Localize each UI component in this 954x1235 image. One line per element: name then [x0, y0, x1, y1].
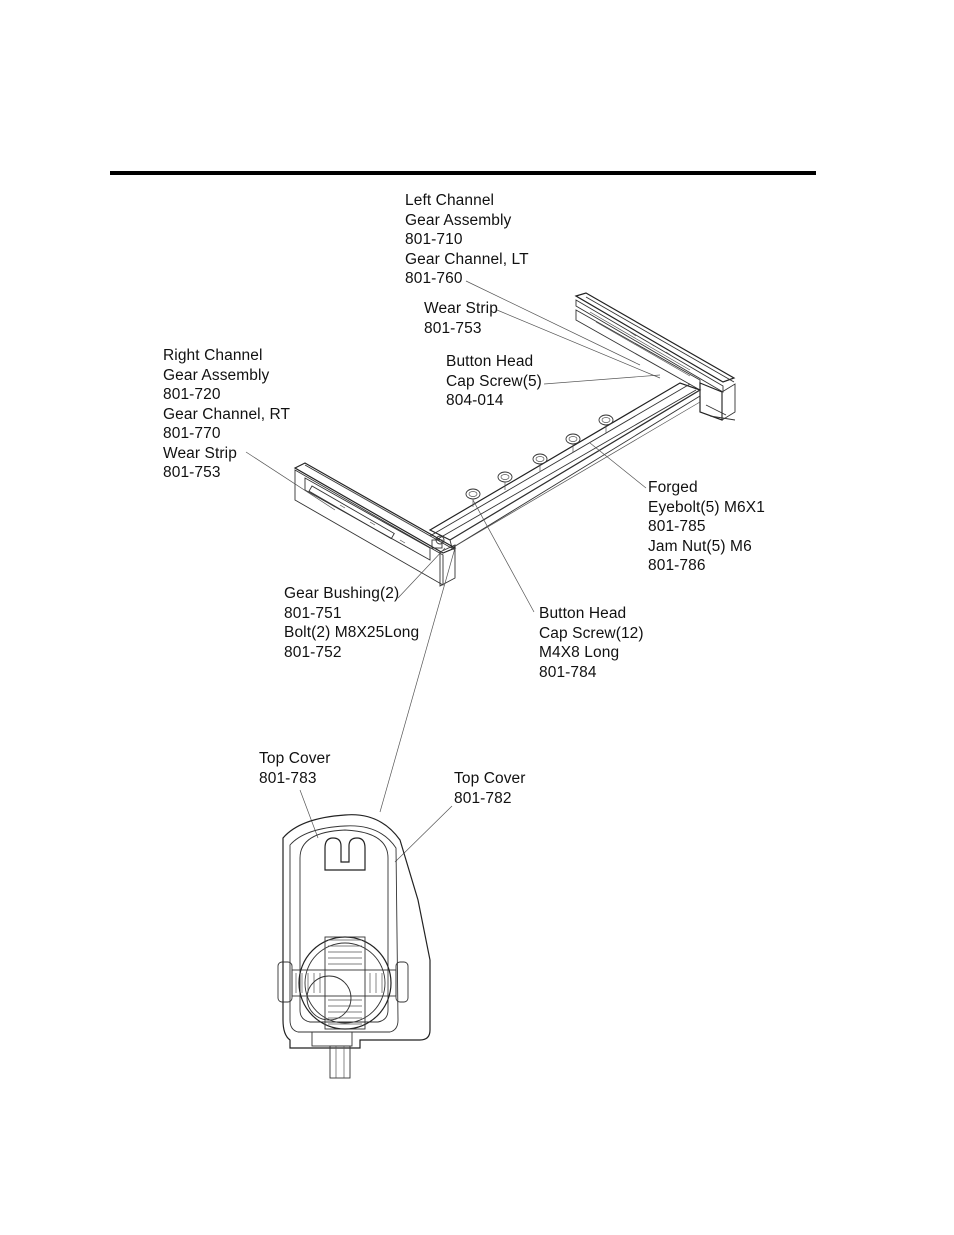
callout-text: Right Channel [163, 347, 263, 364]
callout-text: Top Cover [259, 750, 331, 767]
callout-text: Eyebolt(5) M6X1 [648, 498, 765, 516]
callout-text: 801-752 [284, 643, 342, 661]
callout-text: Cap Screw(5) [446, 372, 542, 390]
callout-text: Gear Bushing(2) [284, 585, 400, 602]
callout-text: 801-753 [424, 319, 482, 337]
callout-text: Wear Strip [163, 444, 237, 462]
callout-text: 801-753 [163, 464, 221, 481]
eyebolts [465, 414, 614, 507]
leader-lines [245, 280, 661, 863]
header-rule [110, 171, 816, 175]
callout-text: Gear Assembly [405, 211, 512, 229]
callout-text: 801-760 [405, 270, 463, 287]
callout-text: Cap Screw(12) [539, 624, 644, 642]
callout-text: Button Head [446, 353, 534, 370]
right-channel-assembly [293, 462, 457, 587]
callout-forged-eyebolt: Forged Eyebolt(5) M6X1 801-785 Jam Nut(5… [648, 478, 765, 576]
callout-text: 801-720 [163, 386, 221, 403]
callout-top-cover-782: Top Cover 801-782 [454, 769, 526, 808]
callout-text: M4X8 Long [539, 644, 620, 661]
callout-top-cover-783: Top Cover 801-783 [259, 749, 331, 788]
cross-beam [428, 382, 702, 549]
callout-gear-bushing: Gear Bushing(2) 801-751 Bolt(2) M8X25Lon… [284, 584, 419, 662]
callout-wear-strip-top: Wear Strip 801-753 [424, 299, 498, 338]
callout-text: Gear Channel, RT [163, 405, 291, 423]
callout-text: 804-014 [446, 392, 504, 409]
callout-text: Forged [648, 479, 698, 496]
callout-text: Wear Strip [424, 300, 498, 317]
callout-text: 801-710 [405, 231, 463, 248]
top-cover-detail [277, 814, 431, 1079]
callout-button-head-bottom: Button Head Cap Screw(12) M4X8 Long 801-… [539, 604, 644, 682]
callout-text: 801-770 [163, 425, 221, 442]
callout-right-channel: Right Channel Gear Assembly 801-720 Gear… [163, 346, 290, 483]
callout-text: 801-785 [648, 518, 706, 535]
callout-text: Bolt(2) M8X25Long [284, 624, 420, 641]
callout-text: 801-782 [454, 789, 512, 807]
callout-button-head-top: Button Head Cap Screw(5) 804-014 [446, 352, 542, 411]
callout-left-channel: Left Channel Gear Assembly 801-710 Gear … [405, 191, 529, 289]
callout-text: Jam Nut(5) M6 [648, 537, 752, 555]
left-channel-assembly [574, 292, 736, 421]
callout-text: 801-786 [648, 557, 706, 574]
callout-text: Gear Channel, LT [405, 250, 529, 268]
callout-text: 801-751 [284, 604, 342, 622]
callout-text: Top Cover [454, 770, 526, 787]
callout-text: Gear Assembly [163, 366, 270, 384]
callout-text: Left Channel [405, 192, 495, 209]
callout-text: 801-783 [259, 769, 317, 787]
callout-text: Button Head [539, 605, 627, 622]
callout-text: 801-784 [539, 663, 597, 681]
